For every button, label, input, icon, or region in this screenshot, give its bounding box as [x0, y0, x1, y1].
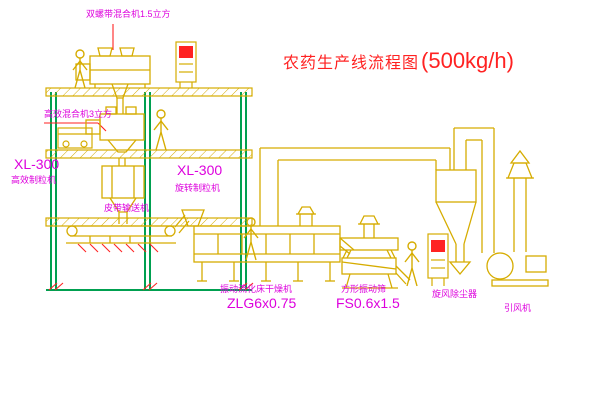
label-granulator2-name: 旋转制粒机 [175, 183, 221, 193]
rotary-granulator [101, 165, 145, 224]
label-granulator1-name: 高效制粒机 [11, 175, 57, 185]
person-figure [404, 241, 420, 287]
label-granulator2-model: XL-300 [177, 162, 223, 178]
label-high-mixer: 高效混合机3立方 [44, 109, 113, 119]
control-cabinet-roof [175, 41, 197, 88]
ribbon-mixer [75, 47, 151, 114]
label-dryer-name: 振动流化床干燥机 [220, 284, 293, 294]
vibrating-sieve [339, 215, 411, 289]
exhaust-duct [259, 147, 451, 226]
red-annotation-marks [44, 24, 254, 291]
person-figure [153, 109, 169, 151]
label-fan: 引风机 [504, 303, 532, 313]
label-cyclone: 旋风除尘器 [432, 289, 478, 299]
person-figure [243, 217, 259, 261]
induced-draft-fan [486, 149, 549, 287]
belt-conveyor [66, 209, 205, 244]
diagram-title-capacity: (500kg/h) [421, 48, 514, 73]
control-cabinet-floor [427, 233, 449, 286]
label-dryer-model: ZLG6x0.75 [227, 295, 297, 311]
label-sieve-model: FS0.6x1.5 [336, 295, 400, 311]
label-sieve-name: 方形振动筛 [341, 284, 387, 294]
label-ribbon-mixer: 双螺带混合机1.5立方 [86, 9, 171, 19]
building-structure [46, 92, 252, 291]
diagram-title: 农药生产线流程图 (500kg/h) [283, 50, 514, 72]
label-granulator1-model: XL-300 [14, 156, 60, 172]
high-efficiency-mixer [85, 106, 145, 166]
label-belt-conveyor: 皮带输送机 [104, 203, 150, 213]
diagram-title-text: 农药生产线流程图 [283, 55, 420, 72]
cyclone-separator [435, 127, 495, 276]
person-figure [72, 49, 88, 89]
auxiliary-machine [57, 127, 93, 149]
